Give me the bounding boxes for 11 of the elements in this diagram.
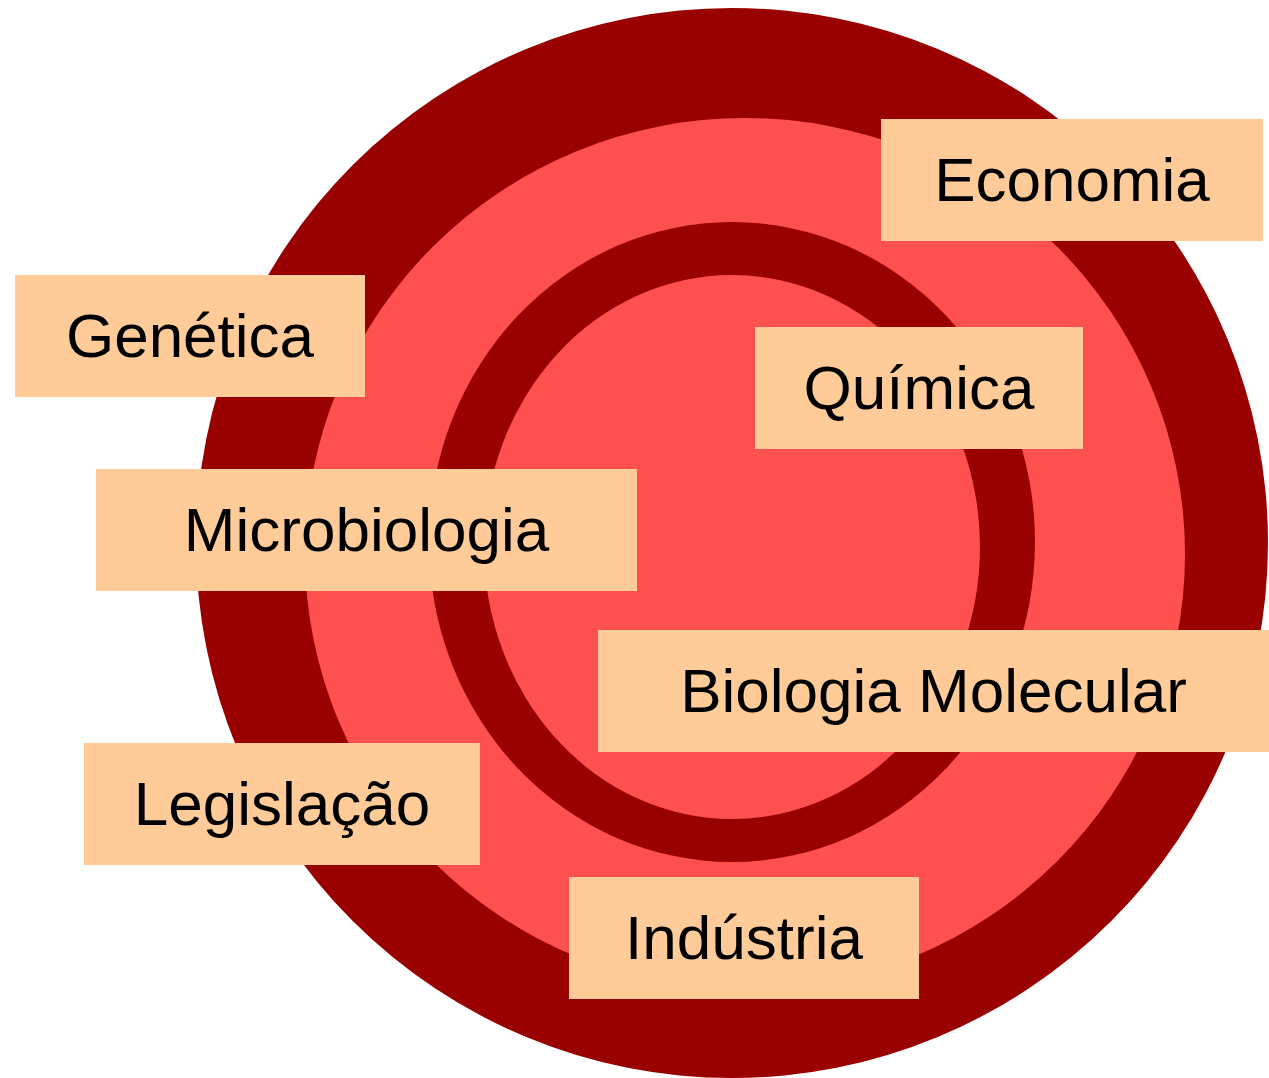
label-box: [569, 877, 919, 999]
label-box: [84, 743, 480, 865]
topic-label: Genética: [65, 305, 315, 367]
label-box: [598, 630, 1269, 752]
label-box: [755, 327, 1083, 449]
label-box: [15, 275, 365, 397]
label-box: [96, 469, 637, 591]
label-box: [881, 119, 1263, 241]
topic-label: Indústria: [625, 907, 863, 969]
topic-label: Química: [803, 357, 1035, 419]
topic-label: Economia: [934, 149, 1210, 211]
